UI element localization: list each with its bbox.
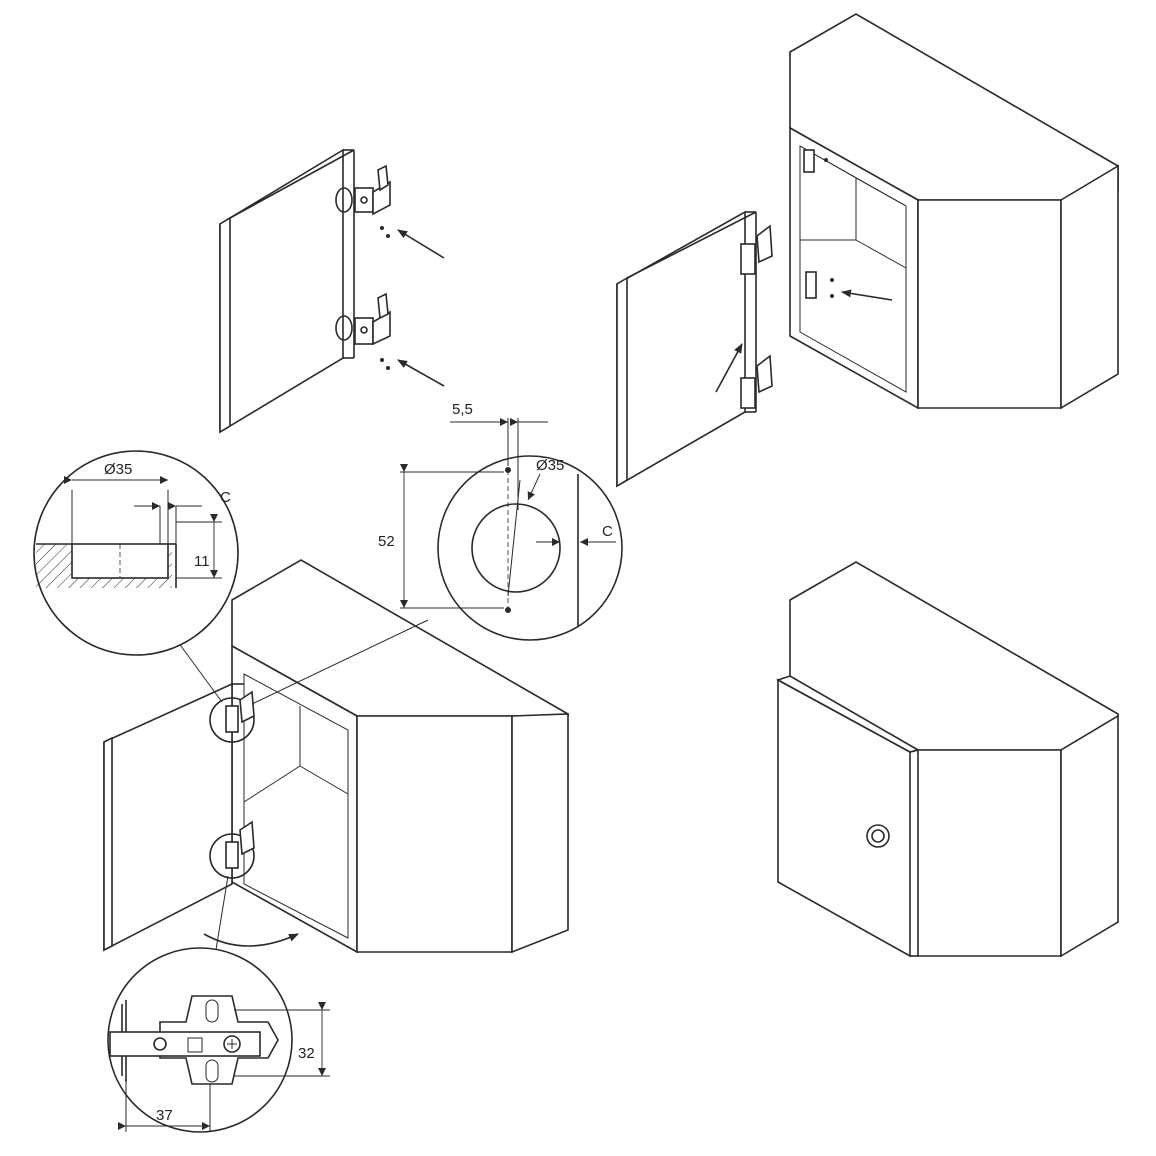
mount-arrow-up — [715, 343, 743, 393]
door-swing-arrow — [203, 933, 299, 947]
hinge-lower — [335, 292, 391, 346]
label-clearance-top-left: C — [220, 489, 231, 506]
label-depth: 11 — [194, 553, 210, 570]
cabinet-open-door — [103, 559, 569, 954]
hinge-upper — [335, 164, 391, 216]
detail-callout-circles — [209, 690, 255, 879]
leader-center — [251, 619, 429, 705]
label-spacing: 52 — [378, 533, 395, 550]
detail-mounting-plate — [107, 947, 330, 1133]
door-with-hinges — [219, 148, 355, 434]
leader-bottom — [213, 875, 229, 963]
mount-arrow-right — [841, 289, 893, 301]
knob — [866, 824, 890, 848]
label-clearance-center: C — [602, 523, 613, 540]
cabinet-mounting-view — [789, 13, 1119, 410]
label-offset: 5,5 — [452, 401, 473, 418]
label-diameter-top-left: Ø35 — [104, 461, 132, 478]
insert-arrow-upper — [397, 229, 445, 259]
label-width: 37 — [156, 1107, 173, 1124]
screws-door — [380, 226, 390, 370]
leader-top-left — [177, 641, 223, 703]
label-height: 32 — [298, 1045, 315, 1062]
insert-arrow-lower — [397, 359, 445, 387]
screws-cabinet — [824, 158, 834, 298]
cabinet-closed — [776, 561, 1119, 958]
detail-drilling-pattern — [400, 418, 623, 641]
detail-hole-section — [33, 450, 239, 656]
label-diameter-center: Ø35 — [536, 457, 564, 474]
door-being-mounted — [616, 210, 773, 488]
